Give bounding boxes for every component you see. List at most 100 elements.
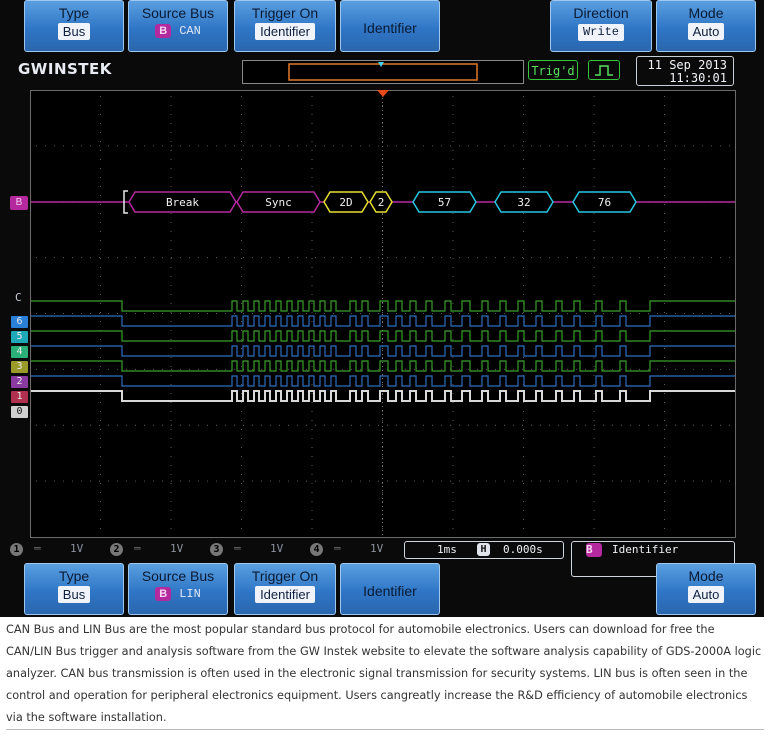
channel-scale-value: 1V	[270, 542, 284, 555]
bus-frame	[494, 191, 554, 213]
graticule-grid	[36, 90, 730, 535]
channel-scale-value: 1V	[70, 542, 84, 555]
menu-source-bus-title: Source Bus	[141, 5, 215, 21]
digital-trace	[31, 375, 735, 387]
menu-mode-value: Auto	[687, 23, 725, 40]
menu-trigger-on-value: Identifier	[255, 586, 315, 603]
bus-frame-label: 2	[378, 196, 385, 209]
menu-type-button-lin[interactable]: Type Bus	[24, 563, 124, 615]
memory-bar-icon	[242, 60, 524, 84]
bus-frame-label: 76	[598, 196, 611, 209]
menu-mode-button-lin[interactable]: Mode Auto	[656, 563, 756, 615]
trigger-position-marker-icon	[377, 90, 389, 97]
menu-trigger-on-button-lin[interactable]: Trigger On Identifier	[234, 563, 336, 615]
digital-trace	[31, 345, 735, 357]
caption-divider	[6, 729, 764, 730]
horizontal-icon: H	[477, 543, 490, 556]
digital-channel-label[interactable]: 4	[11, 346, 28, 358]
menu-trigger-on-value: Identifier	[255, 23, 315, 40]
channel-scale-value: 1V	[170, 542, 184, 555]
menu-mode-button[interactable]: Mode Auto	[656, 0, 756, 52]
horizontal-position-value: 0.000s	[503, 543, 543, 556]
bus-frame-label: 57	[438, 196, 451, 209]
bus-frame	[236, 191, 321, 213]
menu-source-bus-button[interactable]: Source Bus B CAN	[128, 0, 228, 52]
trigger-source-value: Identifier	[612, 543, 679, 556]
bus-frame-label: 2D	[339, 196, 352, 209]
date-text: 11 Sep 2013	[647, 58, 727, 72]
channel-number-icon: 2	[110, 543, 123, 556]
menu-type-value: Bus	[57, 23, 91, 40]
channel-scale[interactable]: 4 ═ 1V	[310, 542, 405, 558]
bus-b-badge-icon: B	[155, 24, 172, 38]
menu-source-bus-button-lin[interactable]: Source Bus B LIN	[128, 563, 228, 615]
menu-source-bus-value: LIN	[179, 587, 201, 601]
dc-coupling-icon: ═	[134, 542, 141, 555]
channel-number-icon: 3	[210, 543, 223, 556]
channel-scale-value: 1V	[370, 542, 384, 555]
digital-channel-label[interactable]: 5	[11, 331, 28, 343]
menu-identifier-label: Identifier	[363, 583, 417, 599]
bus-frame	[572, 191, 637, 213]
channel-scale[interactable]: 3 ═ 1V	[210, 542, 305, 558]
digital-trace	[31, 300, 735, 312]
menu-source-bus-title: Source Bus	[141, 568, 215, 584]
digital-channel-label[interactable]: 2	[11, 376, 28, 388]
menu-type-title: Type	[58, 5, 90, 21]
channel-scale[interactable]: 1 ═ 1V	[10, 542, 105, 558]
menu-direction-button[interactable]: Direction Write	[550, 0, 652, 52]
time-text: 11:30:01	[669, 71, 727, 85]
bus-frame-label: Break	[166, 196, 199, 209]
datetime-display: 11 Sep 2013 11:30:01	[636, 56, 734, 86]
menu-mode-title: Mode	[688, 568, 724, 584]
caption-text: CAN Bus and LIN Bus are the most popular…	[6, 623, 762, 724]
dc-coupling-icon: ═	[234, 542, 241, 555]
digital-trace	[31, 330, 735, 342]
menu-identifier-label: Identifier	[363, 20, 417, 36]
timebase-box[interactable]: 1ms H 0.000s	[404, 541, 564, 559]
trigger-status-badge: Trig'd	[528, 60, 578, 80]
digital-group-label: C	[15, 291, 22, 304]
menu-identifier-button[interactable]: Identifier	[340, 0, 440, 52]
channel-scale[interactable]: 2 ═ 1V	[110, 542, 205, 558]
menu-trigger-on-title: Trigger On	[251, 568, 319, 584]
bus-frame-label: 32	[517, 196, 530, 209]
bus-b-badge-icon: B	[155, 587, 172, 601]
dc-coupling-icon: ═	[34, 542, 41, 555]
digital-trace	[31, 360, 735, 372]
menu-type-button[interactable]: Type Bus	[24, 0, 124, 52]
menu-trigger-on-button[interactable]: Trigger On Identifier	[234, 0, 336, 52]
digital-channel-label[interactable]: 0	[11, 406, 28, 418]
digital-trace	[31, 390, 735, 402]
menu-mode-value: Auto	[687, 586, 725, 603]
menu-direction-value: Write	[577, 24, 624, 41]
bus-frame	[369, 191, 393, 213]
bus-frame	[412, 191, 477, 213]
menu-trigger-on-title: Trigger On	[251, 5, 319, 21]
channel-number-icon: 4	[310, 543, 323, 556]
bus-frame	[323, 191, 369, 213]
bus-frame	[128, 191, 237, 213]
menu-direction-title: Direction	[573, 5, 629, 21]
bus-channel-label[interactable]: B	[10, 196, 28, 210]
status-bar: 1 ═ 1V 2 ═ 1V 3 ═ 1V 4 ═ 1V 1ms H 0.000s B Identifi…	[0, 541, 764, 577]
bus-start-bracket	[123, 190, 128, 214]
digital-channel-label[interactable]: 6	[11, 316, 28, 328]
digital-channel-label[interactable]: 3	[11, 361, 28, 373]
channel-number-icon: 1	[10, 543, 23, 556]
menu-identifier-button-lin[interactable]: Identifier	[340, 563, 440, 615]
rising-edge-icon	[588, 60, 620, 80]
digital-channel-label[interactable]: 1	[11, 391, 28, 403]
digital-traces	[31, 300, 735, 402]
oscilloscope-screen: Type Bus Source Bus B CAN Trigger On Ide…	[0, 0, 764, 617]
brand-logo: GWINSTEK	[18, 60, 112, 78]
trigger-bus-badge-icon: B	[586, 543, 602, 557]
menu-type-value: Bus	[57, 586, 91, 603]
dc-coupling-icon: ═	[334, 542, 341, 555]
menu-source-bus-value: CAN	[179, 24, 201, 38]
digital-trace	[31, 315, 735, 327]
menu-type-title: Type	[58, 568, 90, 584]
menu-mode-title: Mode	[688, 5, 724, 21]
